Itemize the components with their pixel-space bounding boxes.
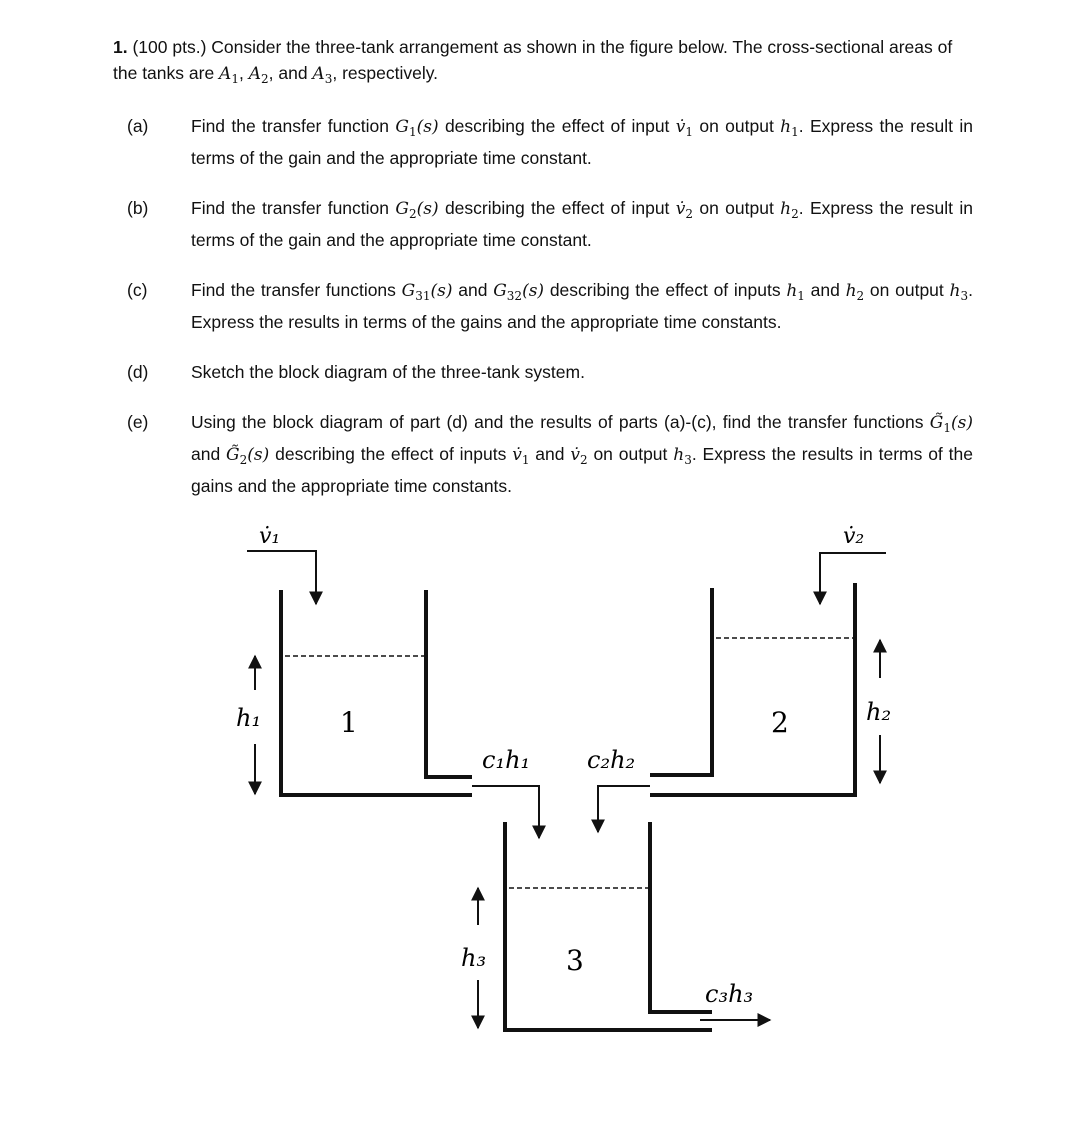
part-text-seg: . Express the results in terms of the ga… [191,444,973,496]
outflow-2-arrow [591,785,650,834]
math-h1: h1 [786,281,805,303]
outflow-1-arrow [472,785,546,840]
part-text-seg: and [535,444,565,464]
area-a2: A2 [248,64,269,86]
math-h3: h3 [949,281,969,303]
part-label: (a) [127,116,149,136]
part-label: (b) [127,198,149,218]
math-h2: h2 [845,281,865,303]
part-text-seg: on output [699,198,774,218]
part-label: (e) [127,412,149,432]
h2-label: h₂ [866,698,891,726]
part-b: (b) Find the transfer function G2(s) des… [127,195,973,253]
part-text-seg: Sketch the block diagram of the three-ta… [191,362,585,382]
problem-number: 1. [113,37,128,57]
tank-3 [503,822,712,1032]
tank-1 [279,590,472,797]
math-v1dot: v̇1 [512,445,530,467]
part-text: Find the transfer function G1(s) describ… [191,113,973,171]
problem-parts: (a) Find the transfer function G1(s) des… [127,113,973,523]
math-v1dot: v̇1 [675,117,694,139]
part-text-seg: Find the transfer functions [191,280,396,300]
part-text-seg: describing the effect of inputs [549,280,781,300]
part-text-seg: on output [869,280,944,300]
problem-intro: Consider the three-tank arrangement as s… [113,37,953,83]
part-text-seg: describing the effect of input [444,116,670,136]
tank-2 [650,583,857,797]
part-text-seg: describing the effect of input [444,198,670,218]
tank-3-number: 3 [566,944,584,977]
h1-label: h₁ [236,704,261,732]
part-text-seg: on output [593,444,668,464]
inflow-1-arrow [247,550,323,606]
part-e: (e) Using the block diagram of part (d) … [127,409,973,499]
part-a: (a) Find the transfer function G1(s) des… [127,113,973,171]
tank-1-number: 1 [340,706,358,739]
part-text-seg: Find the transfer function [191,116,390,136]
part-text: Find the transfer function G2(s) describ… [191,195,973,253]
part-text-seg: and [810,280,840,300]
part-text-seg: on output [699,116,774,136]
input-1-label: v̇₁ [259,524,280,549]
flow-3-label: c₃h₃ [705,980,753,1008]
flow-2-label: c₂h₂ [587,746,635,774]
tank-2-number: 2 [771,706,789,739]
math-v2dot: v̇2 [675,199,694,221]
flow-1-label: c₁h₁ [482,746,530,774]
area-a1: A1 [219,64,239,86]
part-text: Sketch the block diagram of the three-ta… [191,359,973,385]
input-2-label: v̇₂ [843,524,864,549]
part-c: (c) Find the transfer functions G31(s) a… [127,277,973,335]
part-text-seg: describing the effect of inputs [275,444,507,464]
part-text-seg: . Express the result in terms of the gai… [191,198,973,250]
area-a3: A3 [312,64,333,86]
part-text-seg: and [458,280,488,300]
math-h1: h1 [780,117,799,139]
math-v2dot: v̇2 [570,445,588,467]
part-text-seg: Using the block diagram of part (d) and … [191,412,924,432]
problem-statement: 1. (100 pts.) Consider the three-tank ar… [113,37,953,86]
math-g1: G1(s) [395,117,439,139]
part-label: (c) [127,280,148,300]
part-label: (d) [127,362,149,382]
part-text-seg: . Express the result in terms of the gai… [191,116,973,168]
part-text-seg: and [191,444,221,464]
problem-intro-end: respectively. [342,63,439,83]
math-g1-tilde: G̃1(s) [929,413,973,435]
part-text-seg: . Express the results in terms of the ga… [191,280,973,332]
math-h2: h2 [780,199,799,221]
part-text-seg: Find the transfer function [191,198,390,218]
inflow-2-arrow [813,552,886,606]
problem-points: (100 pts.) [132,37,207,57]
math-h3: h3 [673,445,692,467]
math-g2-tilde: G̃2(s) [226,445,270,467]
math-g2: G2(s) [395,199,439,221]
h3-label: h₃ [461,944,486,972]
part-d: (d) Sketch the block diagram of the thre… [127,359,973,385]
math-g32: G32(s) [493,281,545,303]
part-text: Using the block diagram of part (d) and … [191,409,973,499]
math-g31: G31(s) [401,281,453,303]
part-text: Find the transfer functions G31(s) and G… [191,277,973,335]
